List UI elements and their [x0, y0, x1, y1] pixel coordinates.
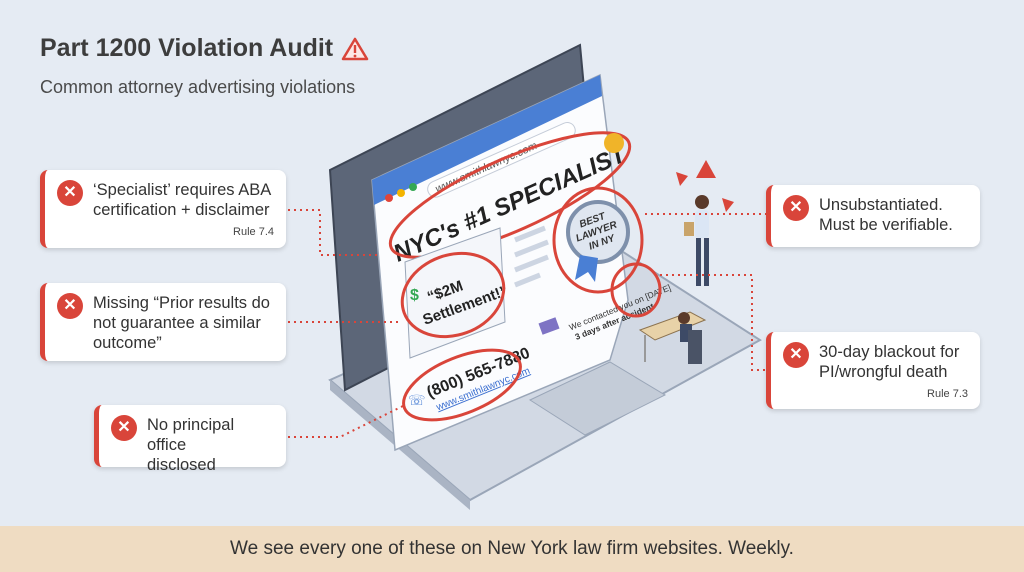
connector-lines [288, 209, 768, 438]
error-x-icon: ✕ [783, 342, 809, 368]
envelope-icon [538, 317, 560, 335]
violation-text: 30-day blackout for PI/wrongful death [819, 343, 960, 381]
alert-icon [696, 160, 716, 178]
highlight-oval-badge [552, 186, 644, 294]
trackpad [528, 361, 667, 436]
award-medal-icon [604, 133, 624, 153]
violation-text: ‘Specialist’ requires ABA certification … [93, 181, 271, 219]
placeholder-text-lines [514, 225, 549, 288]
error-x-icon: ✕ [111, 415, 137, 441]
warning-triangle-icon [341, 37, 369, 60]
violation-card-unsubstantiated: ✕ Unsubstantiated. Must be verifiable. [766, 185, 980, 247]
dollar-icon: $ [410, 287, 419, 304]
red-flag-icon [676, 172, 688, 186]
page-title: Part 1200 Violation Audit [40, 34, 369, 63]
violation-card-blackout: ✕ 30-day blackout for PI/wrongful death … [766, 332, 980, 409]
phone-icon: ☏ [408, 392, 426, 408]
window-minimize-dot [397, 189, 405, 197]
red-flag-icon [722, 198, 734, 212]
badge-ribbon [575, 255, 598, 282]
violation-text: Unsubstantiated. Must be verifiable. [819, 196, 953, 234]
violation-text: Missing “Prior results do not guarantee … [93, 294, 270, 352]
highlight-oval-date [610, 262, 662, 318]
highlight-oval-headline [388, 131, 632, 259]
window-close-dot [385, 194, 393, 202]
best-lawyer-badge [566, 200, 630, 264]
standing-person [684, 195, 709, 286]
rule-label: Rule 7.3 [927, 388, 968, 400]
footer-banner: We see every one of these on New York la… [0, 526, 1024, 572]
highlight-oval-phone [402, 348, 522, 422]
rule-label: Rule 7.4 [233, 226, 274, 238]
violation-card-specialist: ✕ ‘Specialist’ requires ABA certificatio… [40, 170, 286, 248]
error-x-icon: ✕ [57, 180, 83, 206]
window-maximize-dot [409, 183, 417, 191]
seated-person-desk [638, 311, 707, 364]
error-x-icon: ✕ [57, 293, 83, 319]
violation-text: No principal office disclosed [147, 416, 235, 474]
page-subtitle: Common attorney advertising violations [40, 77, 356, 97]
violation-card-principal-office: ✕ No principal office disclosed [94, 405, 286, 474]
highlight-oval-testimonial [400, 251, 506, 339]
browser-bar [372, 75, 602, 205]
error-x-icon: ✕ [783, 195, 809, 221]
violation-card-prior-results: ✕ Missing “Prior results do not guarante… [40, 283, 286, 361]
